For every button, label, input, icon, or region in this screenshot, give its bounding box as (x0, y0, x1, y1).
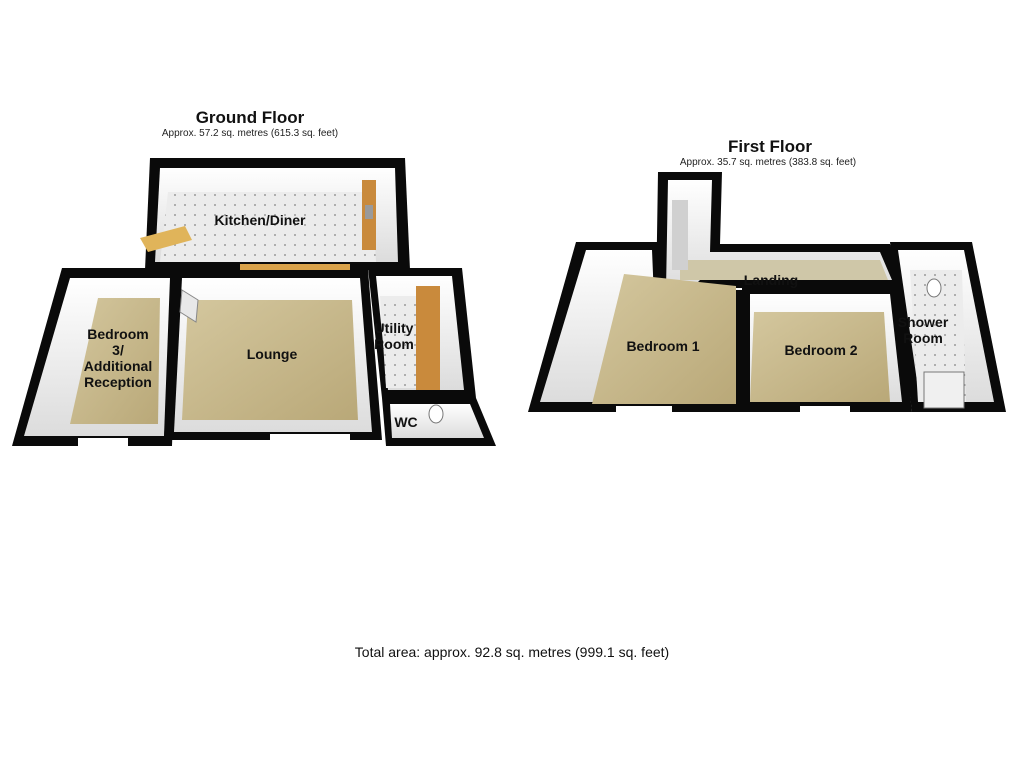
bedroom-2-label: Bedroom 2 (784, 342, 858, 358)
landing-label: Landing (743, 272, 799, 288)
bedroom-2-room (742, 286, 912, 412)
landing-area (656, 172, 905, 300)
lounge-label: Lounge (246, 346, 298, 362)
shower-room-label: Shower Room (888, 314, 958, 346)
lounge-room (164, 270, 382, 442)
total-area: Total area: approx. 92.8 sq. metres (999… (354, 644, 670, 660)
ground-floor-title: Ground Floor (195, 108, 305, 127)
kitchen-diner-label: Kitchen/Diner (214, 212, 306, 228)
toilet-icon (926, 278, 942, 298)
wc-label: WC (394, 414, 418, 430)
staircase-icon (672, 200, 688, 270)
bedroom-3-label-line-4: Reception (84, 374, 152, 390)
shower-tray-icon (923, 371, 965, 409)
bedroom-3-label: Bedroom 3/ Additional Reception (58, 326, 178, 390)
bedroom-1-label: Bedroom 1 (626, 338, 700, 354)
utility-room-label: Utility Room (362, 320, 426, 352)
wc-room (382, 398, 496, 446)
first-floor-area: Approx. 35.7 sq. metres (383.8 sq. feet) (679, 157, 857, 168)
bedroom-3-label-line-1: Bedroom (87, 326, 149, 342)
staircase-icon (140, 226, 192, 252)
utility-room (368, 268, 476, 398)
bedroom-1-room (528, 242, 745, 412)
utility-label-line-1: Utility (374, 320, 414, 336)
door-icon (179, 289, 199, 323)
shower-room (890, 242, 1006, 412)
first-floor-title: First Floor (727, 137, 813, 156)
sink-icon (365, 205, 373, 219)
shower-label-line-2: Room (903, 330, 943, 346)
kitchen-diner-room (140, 158, 410, 270)
ground-floor-area: Approx. 57.2 sq. metres (615.3 sq. feet) (161, 128, 339, 139)
toilet-icon (428, 404, 444, 424)
bedroom-3-label-line-3: Additional (83, 358, 153, 374)
first-floor-plan (528, 172, 1006, 412)
utility-label-line-2: Room (374, 336, 414, 352)
utility-worktop (416, 286, 440, 390)
shower-label-line-1: Shower (897, 314, 949, 330)
bedroom-3-label-line-2: 3/ (112, 342, 124, 358)
ground-floor-plan (12, 158, 496, 446)
bedroom-3-room (12, 268, 178, 446)
